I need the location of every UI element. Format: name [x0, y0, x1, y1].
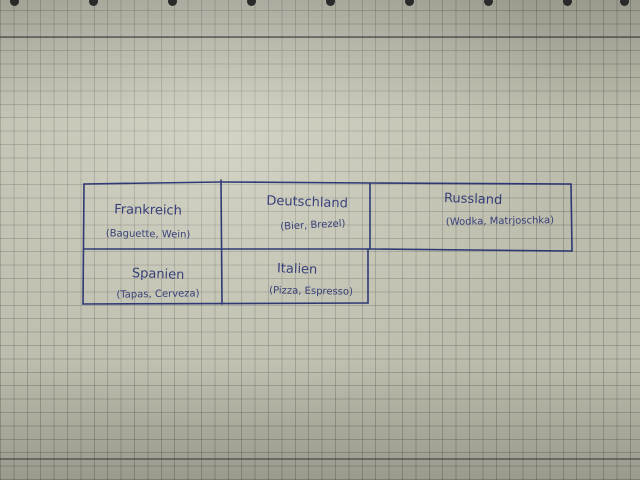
cell-title: Russland	[444, 191, 503, 208]
cell-title: Spanien	[132, 266, 185, 283]
cell-subtitle: (Tapas, Cerveza)	[116, 288, 199, 300]
table-border-left	[82, 183, 85, 305]
cell-title: Deutschland	[266, 194, 348, 212]
table-border-bottom	[82, 302, 369, 305]
table-row-divider	[83, 248, 573, 252]
bottom-margin-line	[0, 458, 640, 460]
table-border-top	[83, 181, 572, 185]
cell-subtitle: (Bier, Brezel)	[280, 218, 346, 232]
cell-subtitle: (Baguette, Wein)	[106, 228, 191, 240]
top-margin-line	[0, 36, 640, 38]
cell-title: Frankreich	[114, 202, 182, 218]
cell-title: Italien	[277, 261, 318, 277]
cell-subtitle: (Wodka, Matrjoschka)	[446, 215, 554, 228]
punched-holes	[0, 0, 640, 10]
cell-subtitle: (Pizza, Espresso)	[269, 285, 353, 297]
table-border-right	[570, 183, 573, 252]
table-divider-1	[220, 179, 223, 305]
